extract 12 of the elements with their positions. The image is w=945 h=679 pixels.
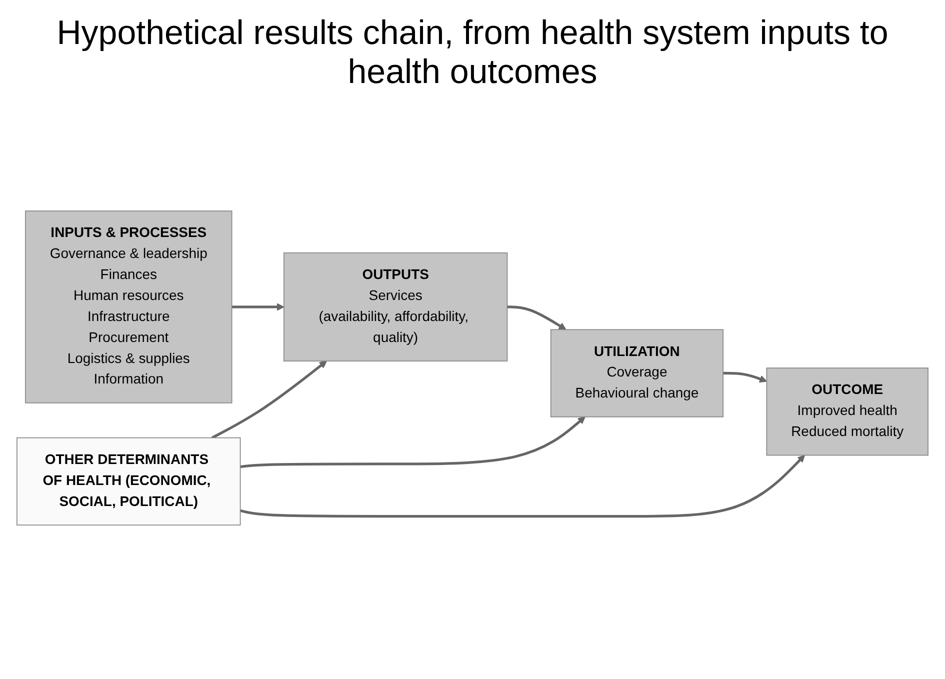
node-box: UTILIZATION Coverage Behavioural change <box>550 329 724 418</box>
arrow <box>240 416 586 468</box>
arrow <box>507 306 566 330</box>
diagram-title: Hypothetical results chain, from health system inputs to health outcomes <box>56 14 890 92</box>
node-box: OUTCOME Improved health Reduced mortality <box>766 368 928 456</box>
arrow <box>211 360 327 440</box>
arrow <box>723 372 768 383</box>
node-box: INPUTS & PROCESSES Governance & leadership Finances Human resources Infrastructure Procurement Logistics & supplies Information <box>25 210 232 404</box>
arrow <box>240 455 805 518</box>
node-box: OTHER DETERMINANTS OF HEALTH (ECONOMIC, SOCIAL, POLITICAL) <box>16 438 241 526</box>
node-box: OUTPUTS Services (availability, affordability, quality) <box>283 252 508 362</box>
arrow <box>232 303 284 311</box>
